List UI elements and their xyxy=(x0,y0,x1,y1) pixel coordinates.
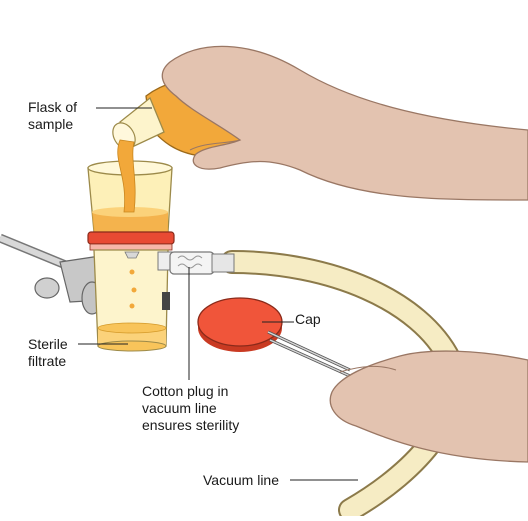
label-cap: Cap xyxy=(295,311,321,327)
label-vacuum-line: Vacuum line xyxy=(203,472,280,488)
forceps xyxy=(267,330,351,378)
cotton-plug-coupling xyxy=(169,251,235,275)
receiving-flask xyxy=(93,249,173,352)
cap xyxy=(197,297,283,352)
label-flask-of-sample: Flask of sample xyxy=(28,99,78,132)
leader-lines xyxy=(78,107,358,481)
label-sterile-filtrate: Sterile filtrate xyxy=(28,336,68,369)
filter-membrane-ring xyxy=(87,231,175,251)
upper-hand xyxy=(161,45,528,201)
lower-hand xyxy=(329,350,528,463)
clamp-stand xyxy=(0,233,105,315)
label-cotton-plug: Cotton plug in vacuum line ensures steri… xyxy=(142,383,240,433)
